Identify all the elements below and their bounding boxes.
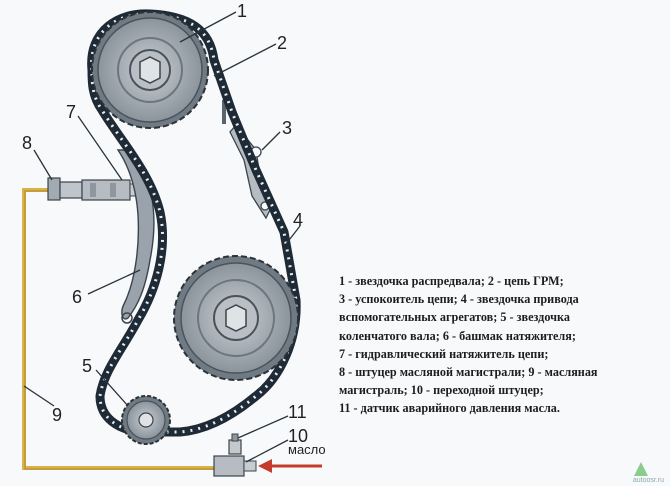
legend-line-3: вспомогательных агрегатов; 5 - звездочка [339, 310, 570, 325]
callout-1: 1 [237, 1, 247, 21]
callout-3: 3 [282, 118, 292, 138]
callout-11: 11 [288, 402, 307, 422]
oil-label: масло [288, 442, 326, 457]
legend-line-2: 3 - успокоитель цепи; 4 - звездочка прив… [339, 292, 579, 307]
legend-line-5: 7 - гидравлический натяжитель цепи; [339, 346, 549, 361]
oil-line [22, 188, 232, 470]
callout-4: 4 [293, 210, 303, 230]
legend-line-6: 8 - штуцер масляной магистрали; 9 - масл… [339, 365, 598, 380]
callout-9: 9 [52, 405, 62, 425]
legend: 1 - звездочка распредвала; 2 - цепь ГРМ;… [339, 272, 669, 418]
watermark-logo-icon [634, 462, 648, 476]
adapter-fitting [213, 455, 257, 477]
callout-5: 5 [82, 356, 92, 376]
legend-line-7: магистраль; 10 - переходной штуцер; [339, 383, 544, 398]
callout-7: 7 [66, 102, 76, 122]
callout-8: 8 [22, 133, 32, 153]
camshaft-sprocket [91, 11, 209, 129]
oil-flow-arrow [258, 459, 322, 473]
legend-line-8: 11 - датчик аварийного давления масла. [339, 401, 560, 416]
legend-line-1: 1 - звездочка распредвала; 2 - цепь ГРМ; [339, 274, 564, 288]
oil-pressure-sensor [228, 433, 242, 455]
leader-lines [23, 11, 301, 463]
callout-6: 6 [72, 287, 82, 307]
watermark: autoosr.ru [632, 477, 664, 484]
crankshaft-sprocket [121, 395, 171, 445]
oil-fitting [47, 177, 83, 201]
legend-line-4: коленчатого вала; 6 - башмак натяжителя; [339, 328, 576, 343]
auxiliary-drive-sprocket [173, 255, 299, 381]
callout-10: 10 [288, 426, 308, 446]
callout-2: 2 [277, 33, 287, 53]
